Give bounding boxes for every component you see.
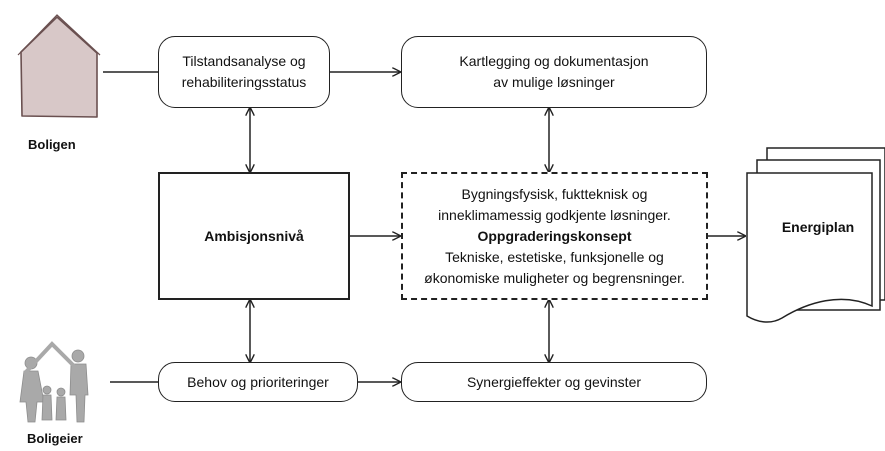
ambition-text: Ambisjonsnivå [204, 227, 304, 244]
mapping-line-2: av mulige løsninger [493, 74, 615, 90]
house-icon [17, 14, 101, 118]
upgrade-line-3: Tekniske, estetiske, funksjonelle og [445, 248, 664, 265]
condition-line-2: rehabiliteringsstatus [181, 74, 307, 90]
energy-plan-document-icon [746, 147, 885, 323]
synergy-box: Synergieffekter og gevinster [401, 362, 707, 402]
mapping-box: Kartlegging og dokumentasjon av mulige l… [401, 36, 707, 108]
needs-priorities-box: Behov og prioriteringer [158, 362, 358, 402]
energy-plan-label: Energiplan [781, 219, 855, 235]
family-icon [19, 341, 89, 423]
upgrade-concept-box: Bygningsfysisk, fuktteknisk og inneklima… [401, 172, 708, 300]
synergy-text: Synergieffekter og gevinster [466, 373, 642, 390]
ambition-level-box: Ambisjonsnivå [158, 172, 350, 300]
condition-line-1: Tilstandsanalyse og [182, 53, 306, 69]
connector-lines [103, 72, 745, 382]
upgrade-line-1: Bygningsfysisk, fuktteknisk og [461, 185, 648, 202]
condition-analysis-box: Tilstandsanalyse og rehabiliteringsstatu… [158, 36, 330, 108]
upgrade-title: Oppgraderingskonsept [477, 227, 632, 244]
owner-label: Boligeier [27, 431, 83, 446]
upgrade-line-4: økonomiske muligheter og begrensninger. [424, 269, 685, 286]
needs-text: Behov og prioriteringer [187, 373, 329, 390]
upgrade-line-2: inneklimamessig godkjente løsninger. [438, 206, 671, 223]
house-label: Boligen [28, 137, 76, 152]
mapping-line-1: Kartlegging og dokumentasjon [459, 53, 649, 69]
